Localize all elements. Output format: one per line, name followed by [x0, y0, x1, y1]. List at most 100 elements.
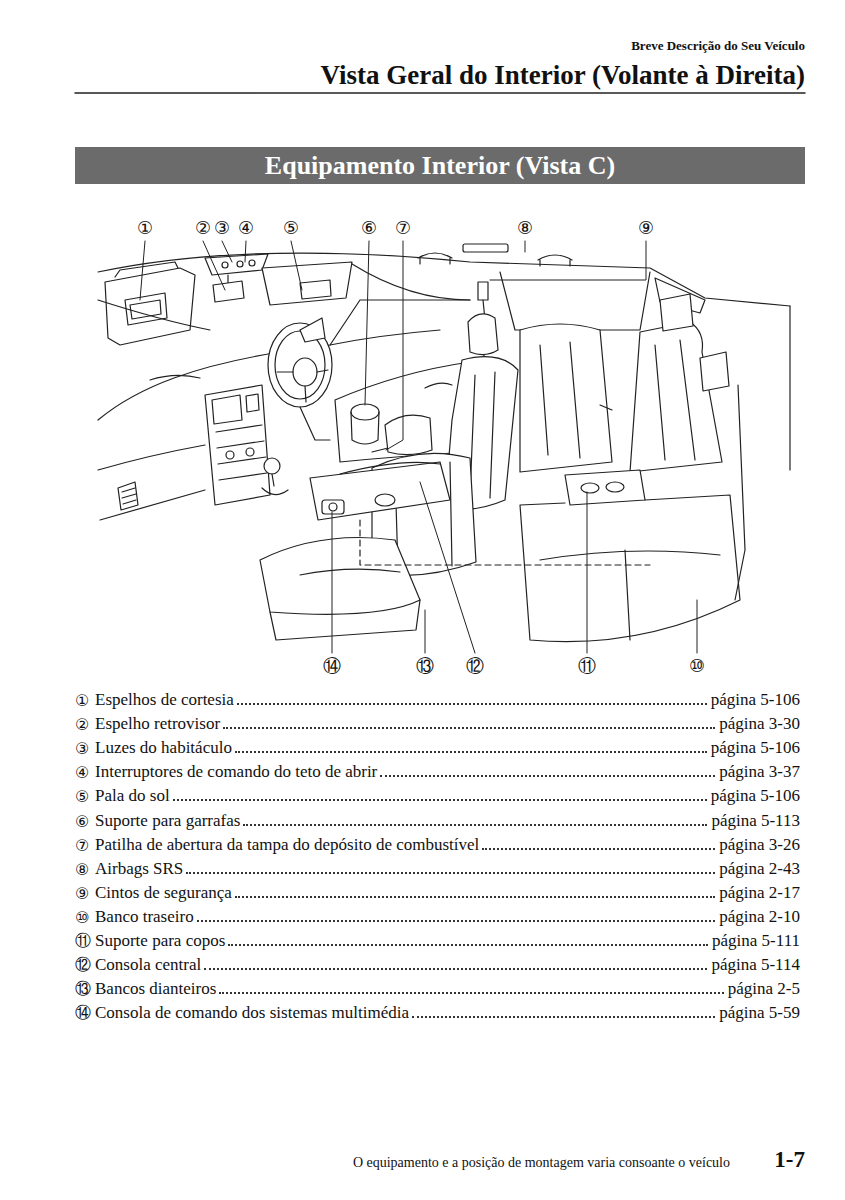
car-interior-drawing	[98, 244, 790, 642]
list-number: ⑩	[75, 907, 89, 926]
callout-number: ⑧	[517, 219, 533, 238]
part-name: Airbags SRS	[95, 859, 183, 879]
part-name: Luzes do habitáculo	[95, 738, 232, 758]
callout-number: ④	[238, 219, 254, 238]
part-name-text: Pala do sol	[95, 786, 170, 805]
page-title: Vista Geral do Interior (Volante à Direi…	[321, 60, 805, 91]
part-name-text: Cintos de segurança	[95, 883, 232, 902]
page-reference-text: página 5-59	[719, 1003, 800, 1022]
callout-number: ⑩	[689, 657, 705, 676]
list-number-text: ⑦	[75, 835, 89, 854]
band-heading: Equipamento Interior (Vista C)	[265, 151, 615, 181]
callout-number-text: ⑬	[416, 655, 434, 676]
part-name-text: Interruptores de comando do teto de abri…	[95, 762, 377, 781]
callout-number-text: ⑭	[323, 655, 341, 676]
list-number: ④	[75, 763, 89, 782]
part-name: Bancos dianteiros	[95, 979, 216, 999]
dot-leader	[412, 1016, 715, 1018]
list-number-text: ⑩	[75, 907, 89, 926]
callout-number: ②	[195, 219, 211, 238]
callout-number-text: ⑪	[578, 655, 596, 676]
page-reference: página 2-10	[719, 907, 800, 927]
page-reference: página 5-113	[711, 811, 800, 831]
page-reference-text: página 3-37	[719, 762, 800, 781]
dot-leader	[243, 824, 707, 826]
callout-number-text: ⑫	[466, 655, 484, 676]
dot-leader	[204, 968, 707, 970]
dot-leader	[219, 992, 723, 994]
part-name-text: Consola central	[95, 955, 201, 974]
page-reference-text: página 5-113	[711, 811, 800, 830]
list-number-text: ③	[75, 739, 89, 758]
callout-number-text: ⑦	[395, 217, 411, 238]
part-name: Banco traseiro	[95, 907, 194, 927]
list-number-text: ④	[75, 763, 89, 782]
page-reference: página 5-106	[711, 690, 800, 710]
list-number: ⑭	[75, 1003, 91, 1024]
page-reference: página 3-26	[719, 835, 800, 855]
part-name-text: Airbags SRS	[95, 859, 183, 878]
list-number-text: ⑫	[75, 955, 91, 974]
page-reference: página 5-114	[711, 955, 800, 975]
page-reference: página 5-106	[711, 786, 800, 806]
title-rule	[75, 92, 805, 94]
list-number-text: ⑨	[75, 883, 89, 902]
dot-leader	[380, 775, 715, 777]
list-number: ⑥	[75, 811, 89, 830]
dot-leader	[223, 727, 715, 729]
list-number: ①	[75, 691, 89, 710]
footer-note: O equipamento e a posição de montagem va…	[353, 1153, 730, 1171]
list-number-text: ⑧	[75, 859, 89, 878]
callout-number-text: ⑨	[638, 217, 654, 238]
list-number: ⑪	[75, 931, 91, 952]
callout-number: ⑬	[416, 657, 434, 676]
part-name: Patilha de abertura da tampa do depósito…	[95, 835, 479, 855]
page-reference: página 2-43	[719, 859, 800, 879]
part-name: Consola central	[95, 955, 201, 975]
list-number: ⑦	[75, 835, 89, 854]
list-number-text: ①	[75, 691, 89, 710]
part-name-text: Suporte para garrafas	[95, 811, 240, 830]
list-number-text: ⑪	[75, 931, 91, 950]
page-number-text: 1-7	[774, 1147, 805, 1172]
dot-leader	[173, 799, 707, 801]
page-reference-text: página 3-26	[719, 835, 800, 854]
page-reference-text: página 2-43	[719, 859, 800, 878]
part-name-text: Suporte para copos	[95, 931, 225, 950]
part-name-text: Espelhos de cortesia	[95, 690, 234, 709]
part-name: Suporte para garrafas	[95, 811, 240, 831]
dot-leader	[228, 944, 708, 946]
dot-leader	[235, 896, 715, 898]
leader-lines	[140, 241, 697, 653]
dot-leader	[482, 848, 715, 850]
list-number: ⑨	[75, 883, 89, 902]
part-name-text: Patilha de abertura da tampa do depósito…	[95, 835, 479, 854]
list-number-text: ⑤	[75, 787, 89, 806]
footer-note-text: O equipamento e a posição de montagem va…	[353, 1155, 730, 1170]
callout-number-text: ⑩	[689, 655, 705, 676]
callout-number: ⑨	[638, 219, 654, 238]
callout-number: ③	[214, 219, 230, 238]
part-name-text: Bancos dianteiros	[95, 979, 216, 998]
list-number: ⑤	[75, 787, 89, 806]
part-name: Espelhos de cortesia	[95, 690, 234, 710]
list-number: ⑬	[75, 979, 91, 1000]
callout-number: ⑪	[578, 657, 596, 676]
page-number: 1-7	[774, 1147, 805, 1173]
running-header: Breve Descrição do Seu Veículo	[631, 36, 805, 54]
list-number-text: ⑭	[75, 1003, 91, 1022]
part-name: Cintos de segurança	[95, 883, 232, 903]
callout-number-text: ⑧	[517, 217, 533, 238]
page-reference-text: página 2-5	[728, 979, 800, 998]
callout-number-text: ④	[238, 217, 254, 238]
title-text: Vista Geral do Interior (Volante à Direi…	[321, 60, 805, 90]
section-band: Equipamento Interior (Vista C)	[75, 147, 805, 184]
dot-leader	[235, 751, 707, 753]
page-reference-text: página 5-106	[711, 738, 800, 757]
list-number: ②	[75, 715, 89, 734]
part-name-text: Espelho retrovisor	[95, 714, 220, 733]
callout-number: ①	[137, 219, 153, 238]
dot-leader	[197, 920, 716, 922]
part-name-text: Banco traseiro	[95, 907, 194, 926]
callout-number-text: ②	[195, 217, 211, 238]
